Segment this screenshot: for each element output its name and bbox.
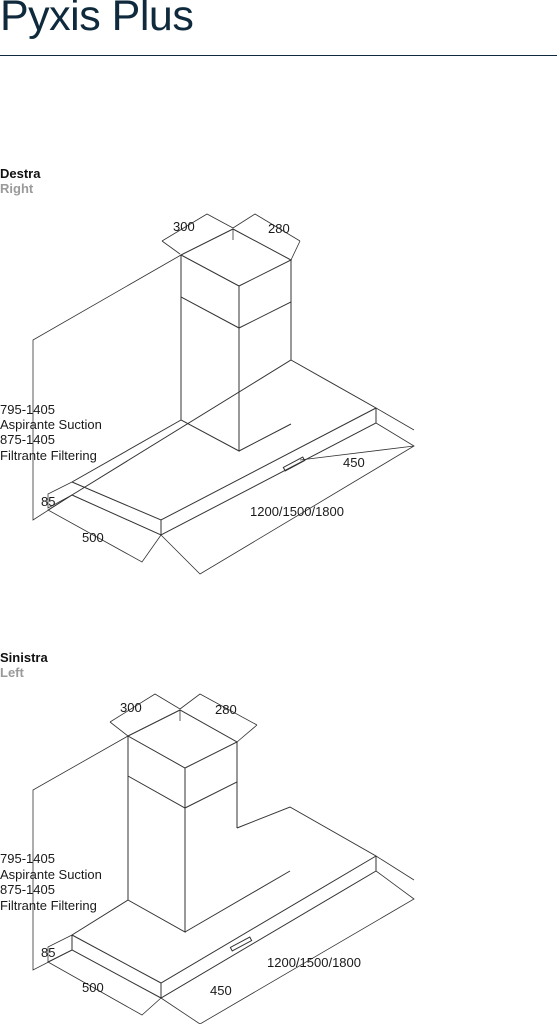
page-title: Pyxis Plus [0, 0, 194, 40]
dim-height-suction: 795-1405 [0, 402, 55, 417]
title-divider [0, 55, 557, 56]
chimney-top-rim [126, 709, 239, 769]
hood-drawing-right: 300 280 795-1405 Aspirante Suction 875-1… [0, 213, 415, 575]
dim-suction-label: Aspirante Suction [0, 417, 102, 432]
dim-height-filtering: 875-1405 [0, 882, 55, 897]
control-panel [229, 936, 253, 952]
canopy [70, 359, 377, 536]
chimney-lower [127, 776, 186, 933]
chimney-upper [127, 736, 238, 809]
dim-chimney-depth: 300 [173, 219, 195, 234]
dim-width: 1200/1500/1800 [267, 955, 361, 970]
dim-thickness: 85 [41, 494, 55, 509]
section-right-subtitle: Right [0, 181, 34, 196]
dim-filtering-label: Filtrante Filtering [0, 448, 97, 463]
canopy [71, 806, 377, 999]
dim-chimney-depth: 300 [120, 700, 142, 715]
control-panel [282, 456, 306, 472]
dim-offset: 450 [210, 983, 232, 998]
dim-suction-label: Aspirante Suction [0, 867, 102, 882]
dim-filtering-label: Filtrante Filtering [0, 898, 97, 913]
chimney-lower [180, 297, 240, 452]
dim-chimney-width: 280 [215, 702, 237, 717]
dim-height-filtering: 875-1405 [0, 432, 55, 447]
dim-width: 1200/1500/1800 [250, 504, 344, 519]
dim-depth: 500 [82, 530, 104, 545]
dim-height-suction: 795-1405 [0, 851, 55, 866]
section-left-subtitle: Left [0, 665, 24, 680]
chimney-top-rim [179, 228, 293, 287]
dim-thickness: 85 [41, 945, 55, 960]
dim-offset: 450 [343, 455, 365, 470]
hood-drawing-left: 300 280 795-1405 Aspirante Suction 875-1… [0, 693, 415, 1024]
dim-chimney-width: 280 [268, 221, 290, 236]
chimney-upper [180, 255, 292, 329]
dim-depth: 500 [82, 980, 104, 995]
section-left-name: Sinistra [0, 650, 48, 665]
section-right-name: Destra [0, 166, 41, 181]
